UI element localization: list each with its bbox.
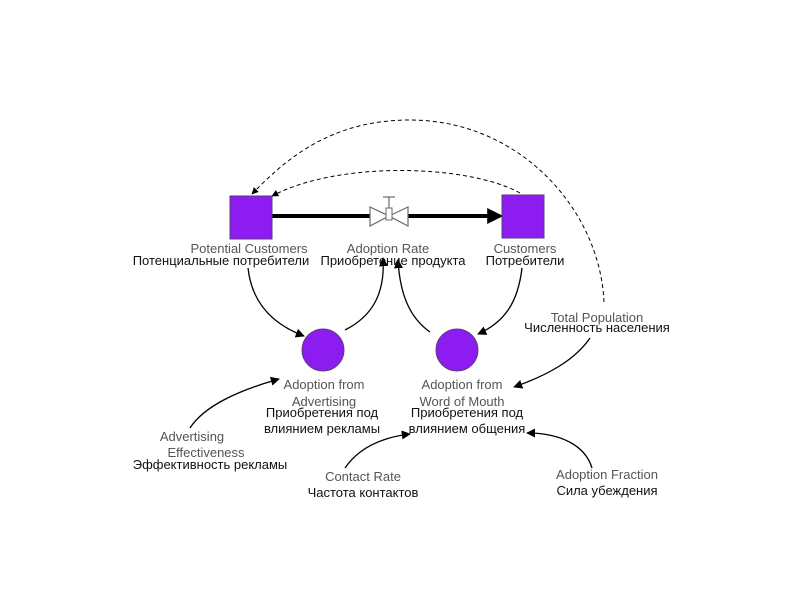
aux-adoption-from-advertising — [301, 328, 345, 372]
label-potential-customers-ru: Потенциальные потребители — [133, 253, 310, 268]
label-customers-ru: Потребители — [486, 253, 565, 268]
label-advertising-en-2: Advertising — [292, 394, 356, 409]
label-contact-rate-ru: Частота контактов — [308, 485, 419, 500]
stock-customers — [501, 194, 545, 239]
link-wom-to-rate — [393, 259, 431, 333]
label-customers-en: Customers — [494, 241, 557, 256]
stock-potential-customers — [229, 195, 273, 240]
label-effectiveness-en-1: Advertising — [160, 429, 224, 444]
label-wom-en-1: Adoption from — [422, 377, 503, 392]
label-effectiveness-en-2: Effectiveness — [167, 445, 245, 460]
label-effectiveness-ru: Эффективность рекламы — [133, 457, 288, 472]
label-contact-rate-en: Contact Rate — [325, 469, 401, 484]
link-contact-to-wom — [344, 430, 411, 469]
link-customers-to-wom — [477, 267, 523, 335]
link-potential-to-advertising — [247, 267, 305, 338]
dashed-link-total-to-potential — [251, 119, 605, 303]
flow-valve-icon — [369, 196, 409, 227]
aux-adoption-from-wom — [435, 328, 479, 372]
link-total-to-wom — [513, 337, 591, 389]
label-total-population-ru: Численность населения — [524, 320, 670, 335]
label-advertising-en-1: Adoption from — [284, 377, 365, 392]
link-effectiveness-to-advertising — [189, 376, 280, 429]
label-wom-en-2: Word of Mouth — [419, 394, 504, 409]
label-adoption-fraction-ru: Сила убеждения — [556, 483, 657, 498]
label-potential-customers-en: Potential Customers — [190, 241, 308, 256]
label-adoption-fraction-en: Adoption Fraction — [556, 467, 658, 482]
label-adoption-rate-en: Adoption Rate — [347, 241, 429, 256]
link-fraction-to-wom — [526, 428, 593, 469]
dashed-link-customers-to-potential — [271, 170, 521, 197]
link-advertising-to-rate — [344, 257, 389, 331]
label-total-population-en: Total Population — [551, 310, 644, 325]
label-wom-ru-2: влиянием общения — [409, 421, 526, 436]
label-advertising-ru-1: Приобретения под — [266, 405, 379, 420]
label-wom-ru-1: Приобретения под — [411, 405, 524, 420]
label-advertising-ru-2: влиянием рекламы — [264, 421, 380, 436]
label-adoption-rate-ru: Приобретение продукта — [320, 253, 466, 268]
